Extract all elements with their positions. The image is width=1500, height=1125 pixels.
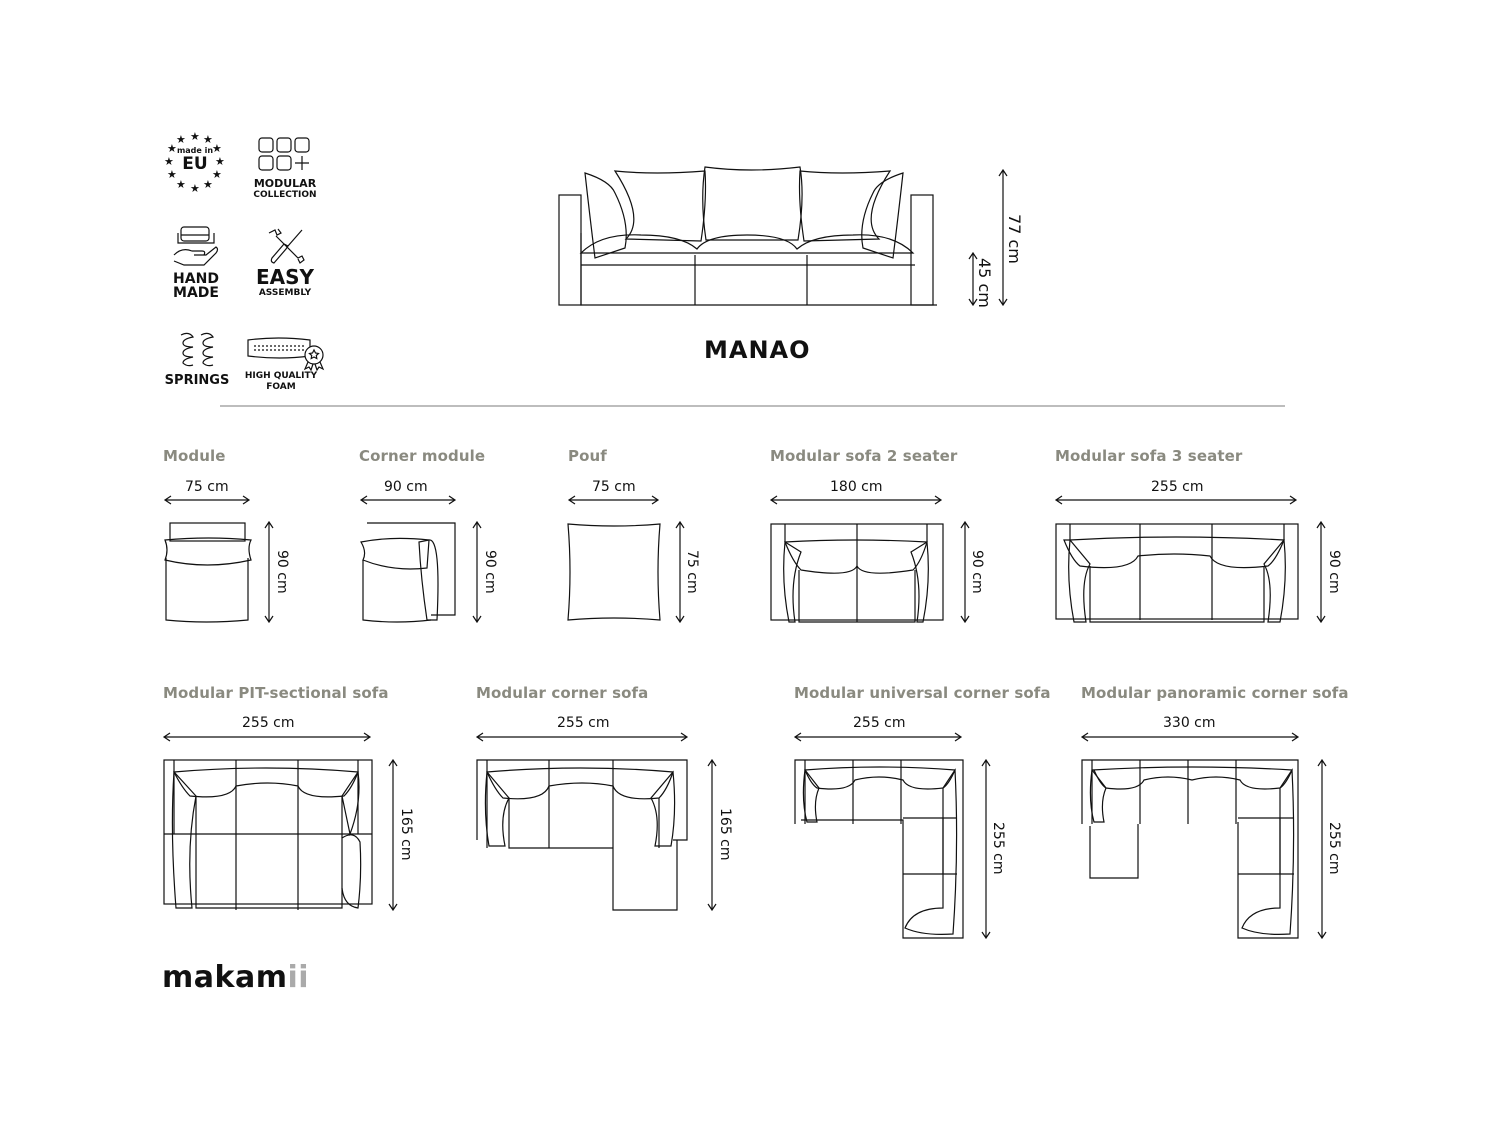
depth-arrow xyxy=(472,520,482,624)
collection-label: COLLECTION xyxy=(253,190,317,200)
width-label: 180 cm xyxy=(830,479,883,495)
svg-text:★: ★ xyxy=(176,178,186,191)
depth-label: 165 cm xyxy=(717,808,733,861)
depth-arrow xyxy=(960,520,970,624)
width-label: 255 cm xyxy=(557,715,610,731)
stars-circle-icon: ★★★ ★★ ★★ ★★ ★★★ xyxy=(164,130,225,195)
svg-text:★: ★ xyxy=(190,182,200,195)
corner-sofa-plan xyxy=(476,759,688,911)
depth-label: 75 cm xyxy=(684,550,700,594)
depth-label: 90 cm xyxy=(274,550,290,594)
made-in-label: made in xyxy=(176,146,214,155)
width-arrow xyxy=(359,495,457,505)
variant-title: Modular PIT-sectional sofa xyxy=(163,684,389,702)
made-label: MADE xyxy=(173,285,219,301)
depth-arrow xyxy=(981,758,991,940)
width-label: 75 cm xyxy=(185,479,229,495)
width-label: 90 cm xyxy=(384,479,428,495)
springs-icon xyxy=(180,332,214,367)
seat-height-label: 45 cm xyxy=(975,258,994,308)
wrench-screwdriver-icon xyxy=(268,228,305,264)
depth-label: 255 cm xyxy=(1326,822,1342,875)
sofa-2-seater-plan xyxy=(770,523,944,623)
height-total-label: 77 cm xyxy=(1005,214,1024,264)
depth-arrow xyxy=(675,520,685,624)
depth-arrow xyxy=(264,520,274,624)
variant-title: Module xyxy=(163,447,226,465)
variant-title: Modular sofa 3 seater xyxy=(1055,447,1243,465)
assembly-label: ASSEMBLY xyxy=(258,288,312,298)
width-arrow xyxy=(769,495,943,505)
eu-label: EU xyxy=(182,154,208,174)
brand-main: makam xyxy=(162,960,288,995)
variant-title: Corner module xyxy=(359,447,486,465)
brand-accent: ii xyxy=(287,960,310,995)
section-divider xyxy=(220,405,1285,407)
width-arrow xyxy=(163,495,251,505)
hand-label: HAND xyxy=(173,271,219,287)
sofa-front-view xyxy=(558,166,937,306)
variant-title: Modular sofa 2 seater xyxy=(770,447,958,465)
svg-text:★: ★ xyxy=(176,133,186,146)
svg-text:★: ★ xyxy=(203,133,213,146)
width-label: 255 cm xyxy=(1151,479,1204,495)
variant-title: Modular panoramic corner sofa xyxy=(1081,684,1349,702)
width-arrow xyxy=(1080,732,1300,742)
foam-label: FOAM xyxy=(266,382,296,392)
svg-text:★: ★ xyxy=(164,155,174,168)
universal-corner-plan xyxy=(794,759,964,939)
width-arrow xyxy=(567,495,660,505)
svg-text:★: ★ xyxy=(167,142,177,155)
foam-badge-icon xyxy=(247,337,325,372)
depth-label: 165 cm xyxy=(398,808,414,861)
module-plan xyxy=(164,522,252,623)
depth-label: 90 cm xyxy=(969,550,985,594)
variant-title: Modular corner sofa xyxy=(476,684,649,702)
depth-label: 90 cm xyxy=(482,550,498,594)
depth-arrow xyxy=(707,758,717,912)
panoramic-corner-plan xyxy=(1081,759,1299,939)
svg-text:★: ★ xyxy=(203,178,213,191)
width-arrow xyxy=(793,732,963,742)
height-dimension-arrows xyxy=(968,168,1008,307)
svg-text:★: ★ xyxy=(212,168,222,181)
grid-plus-icon xyxy=(258,137,310,171)
svg-text:★: ★ xyxy=(190,130,200,143)
width-arrow xyxy=(162,732,372,742)
variant-title: Pouf xyxy=(568,447,607,465)
hand-sofa-icon xyxy=(173,226,219,266)
svg-text:★: ★ xyxy=(215,155,225,168)
width-label: 255 cm xyxy=(853,715,906,731)
sofa-3-seater-plan xyxy=(1055,523,1299,623)
width-label: 75 cm xyxy=(592,479,636,495)
depth-arrow xyxy=(388,758,398,912)
easy-label: EASY xyxy=(255,265,315,289)
variant-title: Modular universal corner sofa xyxy=(794,684,1051,702)
svg-text:★: ★ xyxy=(212,142,222,155)
width-arrow xyxy=(1054,495,1298,505)
pit-sectional-plan xyxy=(163,759,373,910)
depth-label: 255 cm xyxy=(990,822,1006,875)
corner-module-plan xyxy=(360,522,456,623)
width-label: 330 cm xyxy=(1163,715,1216,731)
product-name: MANAO xyxy=(704,336,811,364)
pouf-plan xyxy=(567,523,661,621)
high-quality-label: HIGH QUALITY xyxy=(244,371,318,381)
depth-label: 90 cm xyxy=(1326,550,1342,594)
depth-arrow xyxy=(1317,758,1327,940)
width-label: 255 cm xyxy=(242,715,295,731)
springs-label: SPRINGS xyxy=(164,373,230,388)
width-arrow xyxy=(475,732,689,742)
svg-text:★: ★ xyxy=(167,168,177,181)
depth-arrow xyxy=(1316,520,1326,624)
brand-logo: makamii xyxy=(162,960,309,995)
modular-label: MODULAR xyxy=(253,177,317,190)
